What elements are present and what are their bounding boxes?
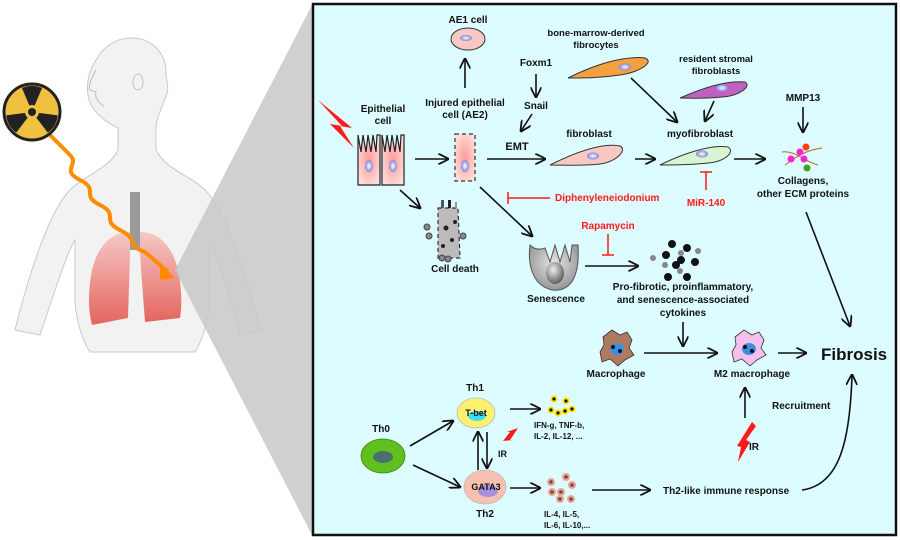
arrow-th0-to-th1: [409, 421, 453, 447]
mmp13-label: MMP13: [786, 93, 821, 104]
fibrocyte-cell-icon: [567, 57, 649, 79]
macrophage-icon: [599, 329, 635, 367]
th1-cell-icon: [456, 397, 496, 429]
pathway-panel: [311, 2, 898, 537]
injured-ae2-cell-icon: [454, 133, 476, 182]
foxm1-label: Foxm1: [520, 58, 553, 69]
arrow-th0-to-th2: [412, 464, 460, 487]
th2-response-label: Th2-like immune response: [663, 486, 790, 497]
m2-macrophage-label: M2 macrophage: [714, 369, 791, 380]
radiation-bolt-icon: [503, 428, 518, 441]
dead-cell-icon: [423, 200, 467, 263]
myofibroblast-cell-icon: [659, 145, 731, 166]
arrow-snail-to-emt: [521, 113, 533, 131]
fibroblast-label: fibroblast: [566, 129, 612, 140]
arrow-epithelial-to-death: [399, 189, 420, 208]
th0-label: Th0: [372, 424, 390, 435]
senescence-label: Senescence: [527, 294, 585, 305]
arrow-response-to-fibrosis: [801, 375, 852, 491]
arrow-injured-to-senescence: [479, 186, 532, 236]
left-lung-icon: [89, 232, 130, 325]
cell-death-label: Cell death: [431, 264, 479, 275]
th2-cytokines-icon: [547, 473, 576, 503]
diphenyleneiodonium-label: Diphenyleneiodonium: [555, 193, 660, 204]
pathway-arrows: [399, 59, 852, 491]
ir-label: IR: [749, 442, 760, 453]
arrow-fibrocytes-to-myofibroblast: [630, 77, 677, 122]
th0-cell-icon: [360, 438, 406, 474]
trachea-icon: [130, 192, 140, 250]
ir-label: IR: [498, 449, 508, 459]
radiation-wave-icon: [48, 133, 170, 274]
rapamycin-label: Rapamycin: [581, 221, 634, 232]
sasp-cytokines-icon: [650, 240, 701, 281]
macrophage-label: Macrophage: [587, 369, 646, 380]
gata3-label: GATA3: [471, 482, 500, 492]
th2-label: Th2: [476, 509, 494, 520]
fibrosis-label: Fibrosis: [821, 345, 887, 364]
mir140-label: MiR-140: [687, 198, 726, 209]
fibroblast-cell-icon: [549, 144, 623, 166]
radiation-bolt-icon: [318, 100, 354, 148]
th2-cell-icon: [463, 469, 507, 505]
th1-label: Th1: [466, 383, 484, 394]
radiation-hazard-icon: [2, 82, 62, 142]
snail-label: Snail: [524, 101, 548, 112]
m2-macrophage-icon: [731, 329, 767, 367]
ae1-cell-icon: [450, 27, 486, 51]
myofibroblast-label: myofibroblast: [667, 129, 734, 140]
collagens-label: Collagens,other ECM proteins: [757, 176, 850, 200]
ae1-label: AE1 cell: [449, 15, 488, 26]
arrow-stromal-to-myofibroblast: [705, 100, 715, 121]
th1-cytokines-label: IFN-g, TNF-b,IL-2, IL-12, ...: [534, 421, 584, 441]
epithelial-cell-icon: [357, 134, 405, 186]
senescent-cell-icon: [528, 243, 579, 291]
arrow-ecm-to-fibrosis: [805, 211, 850, 326]
tbet-label: T-bet: [465, 408, 487, 418]
stromal-fibroblast-cell-icon: [679, 81, 748, 99]
radiation-bolt-icon: [737, 422, 756, 462]
zoom-funnel: [175, 5, 312, 535]
emt-label: EMT: [505, 141, 529, 153]
recruitment-label: Recruitment: [772, 401, 831, 412]
th2-cytokines-label: IL-4, IL-5,IL-6, IL-10,...: [544, 510, 590, 530]
ecm-collagen-icon: [781, 143, 823, 172]
th1-cytokines-icon: [547, 395, 576, 417]
cytokines-label: Pro-fibrotic, proinflammatory,and senesc…: [613, 282, 754, 319]
